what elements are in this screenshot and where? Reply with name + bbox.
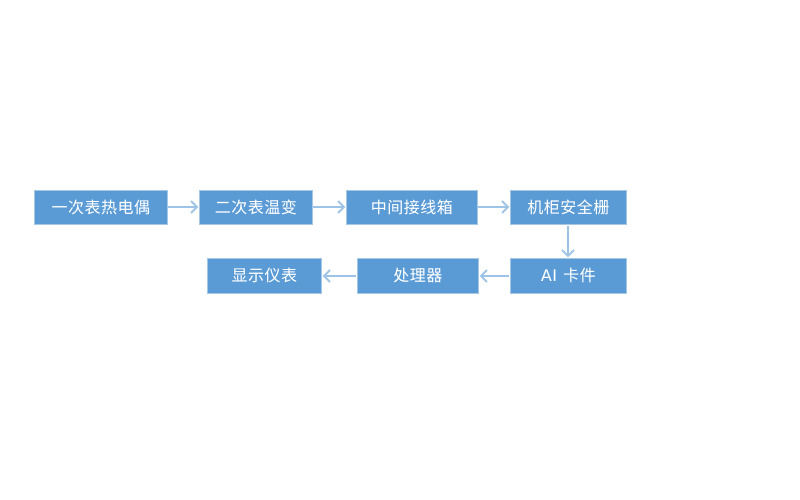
flow-node-n3[interactable]: 中间接线箱 xyxy=(346,190,478,225)
flow-node-n1[interactable]: 一次表热电偶 xyxy=(34,190,168,225)
edge-arrowhead-icon xyxy=(337,200,346,214)
flow-edge-e5 xyxy=(479,269,509,283)
flow-node-label: 二次表温变 xyxy=(214,197,298,217)
flow-edge-e2 xyxy=(313,200,346,214)
flow-edge-e3 xyxy=(478,200,510,214)
flow-node-label: 一次表热电偶 xyxy=(51,197,151,217)
flow-node-label: AI 卡件 xyxy=(540,266,597,285)
flow-node-n6[interactable]: 处理器 xyxy=(357,258,479,294)
flow-edge-e4 xyxy=(561,226,575,258)
flow-node-n5[interactable]: AI 卡件 xyxy=(510,258,627,294)
flow-node-n4[interactable]: 机柜安全栅 xyxy=(510,190,627,225)
flow-edge-e6 xyxy=(322,269,356,283)
flow-node-n7[interactable]: 显示仪表 xyxy=(207,258,322,294)
edge-arrowhead-icon xyxy=(561,249,575,258)
flow-edge-e1 xyxy=(168,200,199,214)
edge-arrowhead-icon xyxy=(322,269,331,283)
flow-node-label: 显示仪表 xyxy=(231,266,298,285)
flow-node-n2[interactable]: 二次表温变 xyxy=(199,190,313,225)
edge-arrowhead-icon xyxy=(479,269,488,283)
flow-node-label: 中间接线箱 xyxy=(370,197,454,217)
edge-arrowhead-icon xyxy=(501,200,510,214)
flow-node-label: 机柜安全栅 xyxy=(527,197,610,217)
flow-node-label: 处理器 xyxy=(393,266,443,285)
edge-arrowhead-icon xyxy=(190,200,199,214)
